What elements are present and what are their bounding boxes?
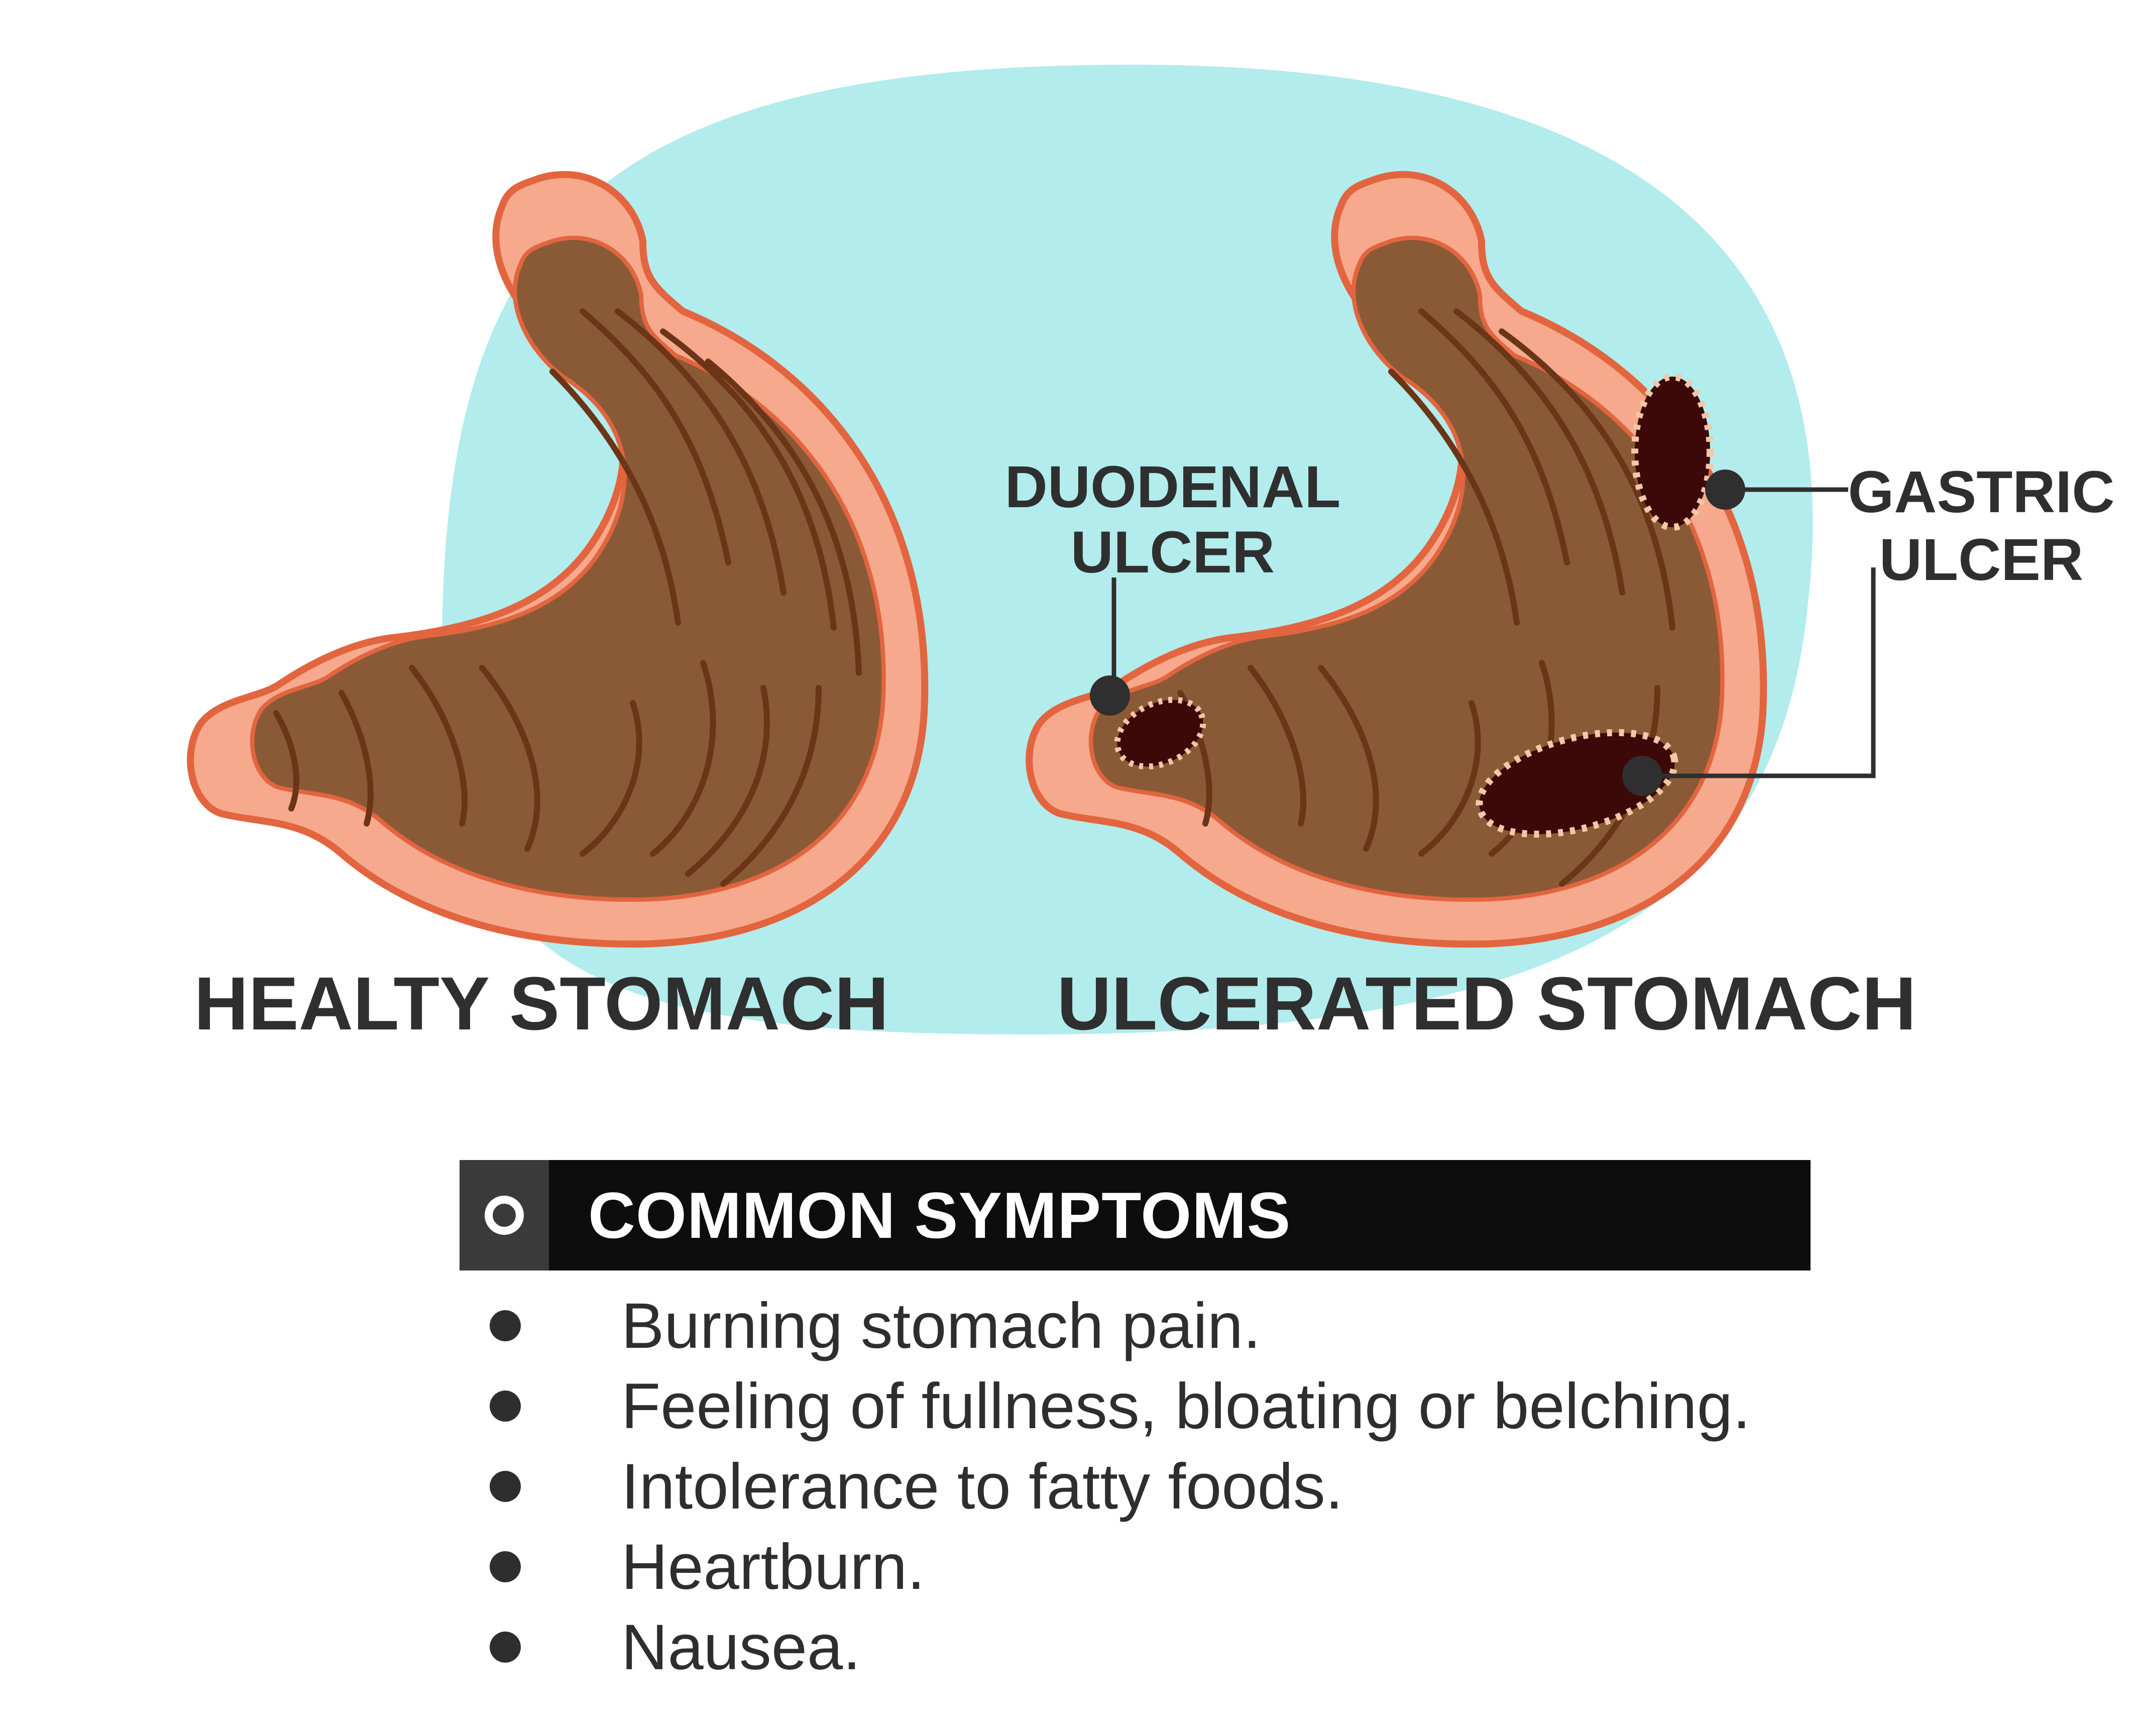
symptoms-panel: COMMON SYMPTOMS Burning stomach pain. Fe… [460,1160,1811,1687]
duodenal-marker [1090,675,1130,716]
duodenal-label-line1: DUODENAL [1005,454,1341,520]
bullet-icon [490,1471,521,1502]
symptoms-title: COMMON SYMPTOMS [588,1179,1291,1252]
healthy-stomach [190,174,925,944]
duodenal-ulcer [1114,697,1206,770]
bullet-icon [490,1632,521,1663]
list-item: Heartburn. [460,1527,1811,1607]
ulcerated-stomach-label: ULCERATED STOMACH [1057,961,1916,1046]
list-item: Intolerance to fatty foods. [460,1446,1811,1527]
symptom-text: Heartburn. [621,1531,925,1603]
bullet-icon [490,1310,521,1341]
ulcerated-stomach [1029,174,1763,944]
header-icon-box [460,1160,549,1270]
duodenal-label-line2: ULCER [1071,519,1275,586]
list-item: Feeling of fullness, bloating or belchin… [460,1366,1811,1446]
gastric-marker-lower [1622,756,1662,796]
bullet-icon [490,1391,521,1422]
gastric-label-line2: ULCER [1879,527,2083,593]
gastric-ulcer-lower [1476,729,1678,838]
circle-ring-icon [485,1196,524,1235]
list-item: Burning stomach pain. [460,1286,1811,1366]
gastric-label-line1: GASTRIC [1848,459,2115,525]
healthy-stomach-label: HEALTY STOMACH [194,961,888,1046]
symptoms-header: COMMON SYMPTOMS [460,1160,1811,1270]
symptom-text: Intolerance to fatty foods. [621,1450,1343,1523]
gastric-marker-upper [1705,470,1745,510]
symptom-text: Feeling of fullness, bloating or belchin… [621,1370,1751,1442]
symptom-text: Nausea. [621,1611,861,1683]
bullet-icon [490,1551,521,1582]
symptom-text: Burning stomach pain. [621,1290,1261,1362]
list-item: Nausea. [460,1607,1811,1687]
gastric-ulcer-upper [1631,373,1714,531]
symptom-list: Burning stomach pain. Feeling of fullnes… [460,1286,1811,1687]
